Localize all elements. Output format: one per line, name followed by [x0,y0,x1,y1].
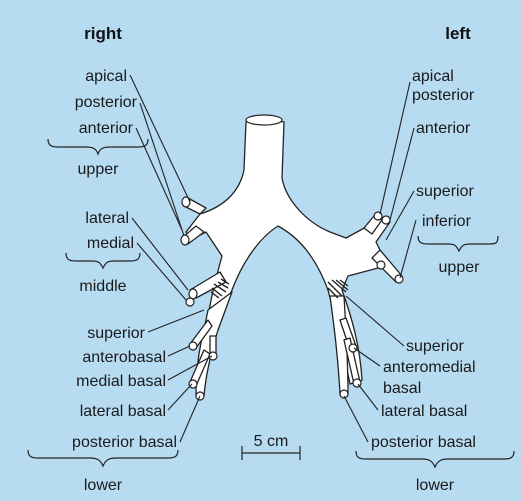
header-right: right [84,24,122,43]
label-right-lateral: lateral [85,210,129,227]
label-left-apical: apical [412,68,454,85]
brace-left-upper [418,236,498,251]
label-right-anterobasal: anterobasal [82,349,166,366]
header-left: left [445,24,471,43]
label-right-posterior-basal: posterior basal [72,434,177,451]
label-left-superior-lower: superior [406,338,464,355]
label-right-posterior: posterior [75,94,138,111]
label-right-medial-basal: medial basal [76,373,166,390]
labels: right left apical posterior anterior upp… [72,24,480,494]
label-left-lower: lower [416,477,455,494]
tip-right-lateral-basal [189,380,197,388]
label-left-posterior: posterior [412,87,475,104]
label-right-anterior: anterior [79,120,134,137]
bronchial-tree [181,115,403,400]
label-left-inferior: inferior [422,213,472,230]
tip-left-apical [374,212,382,220]
tip-right-posterior [181,235,189,245]
tip-right-anterobasal [189,342,197,350]
tip-left-anteromedial [349,344,357,352]
label-left-posterior-basal: posterior basal [371,434,476,451]
brace-left-lower [356,451,514,467]
label-right-apical: apical [85,68,127,85]
tip-left-inferior [395,275,403,283]
brace-right-lower [28,450,178,466]
brace-right-middle [66,253,140,268]
label-right-superior: superior [87,325,145,342]
label-left-anteromedial: anteromedial [383,359,476,376]
label-left-lateral-basal: lateral basal [381,403,467,420]
trachea-opening [246,115,282,125]
label-left-upper: upper [439,259,481,276]
label-right-lower: lower [84,477,123,494]
label-right-middle: middle [79,278,126,295]
tip-left-anterior [382,216,390,224]
tip-right-middle-medial [186,298,194,306]
label-left-basal: basal [383,380,421,397]
tip-right-medial-basal [209,352,217,360]
scale-bar-label: 5 cm [254,433,289,450]
brace-right-upper [48,139,148,154]
label-left-superior: superior [416,183,474,200]
label-right-lateral-basal: lateral basal [80,403,166,420]
tip-left-superior [377,261,385,269]
label-right-upper: upper [78,161,120,178]
label-left-anterior: anterior [416,120,471,137]
label-right-medial: medial [87,235,134,252]
